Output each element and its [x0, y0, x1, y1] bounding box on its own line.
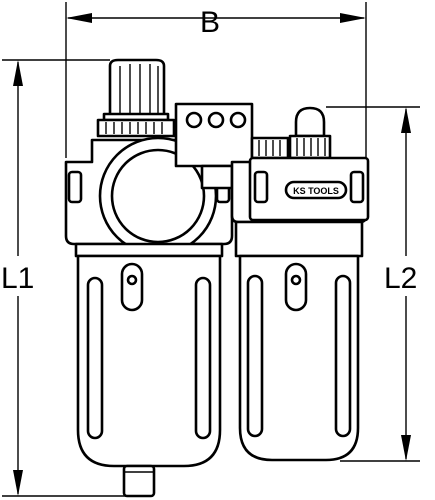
dimension-l2: L2 [326, 106, 432, 462]
oil-cap-icon [288, 106, 332, 160]
ks-tools-logo: KS TOOLS [284, 180, 348, 200]
drain-valve-icon [122, 464, 156, 498]
dimension-l1: L1 [0, 59, 130, 497]
filter-regulator-unit [64, 58, 234, 498]
regulator-knob-icon [96, 58, 176, 138]
lubricator-unit: KS TOOLS [230, 106, 370, 462]
dimension-l2-label: L2 [384, 262, 417, 295]
ks-tools-logo-text: KS TOOLS [293, 186, 339, 196]
connector-block [174, 102, 254, 190]
dimension-b-label: B [200, 6, 220, 39]
dimension-l1-label: L1 [1, 262, 34, 295]
dimension-b: B [65, 2, 367, 158]
